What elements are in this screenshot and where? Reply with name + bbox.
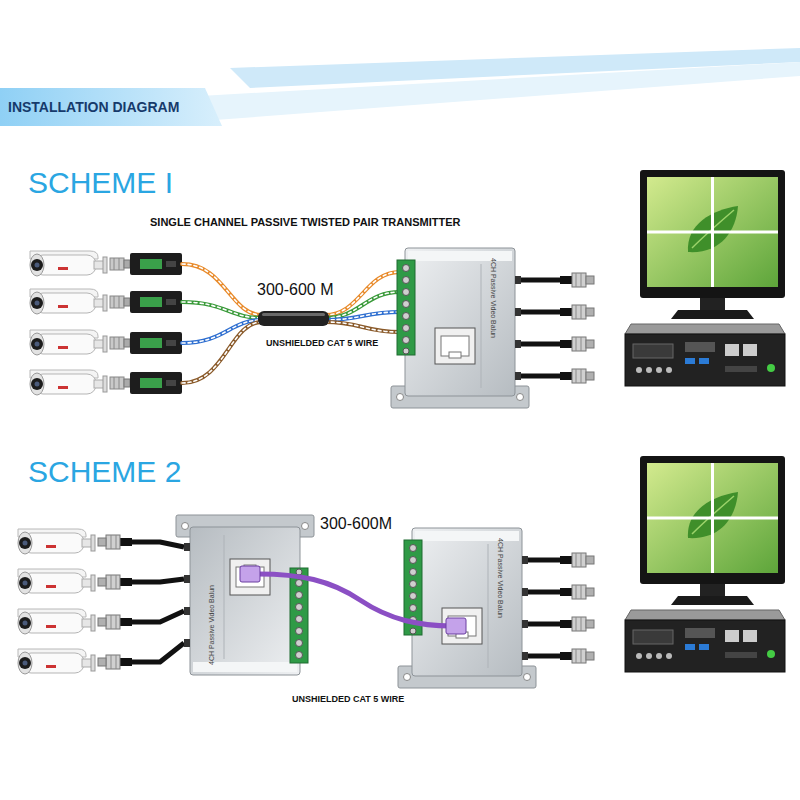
purple-cat5-cable [240, 566, 466, 634]
distance-label: 300-600 M [255, 281, 336, 299]
bnc-connectors [560, 273, 594, 383]
bnc-connectors [560, 553, 594, 663]
dvr-recorder [625, 324, 785, 386]
cat5-cable [258, 311, 329, 326]
twisted-pair-wires [182, 264, 400, 383]
monitor [640, 456, 785, 605]
scheme-2-cameras [18, 529, 95, 674]
dvr-recorder [625, 610, 785, 672]
distance-label: 300-600M [318, 515, 394, 533]
header-band [0, 48, 800, 126]
scheme-1-cameras [30, 251, 107, 395]
receiver-box [391, 248, 529, 408]
header-title: INSTALLATION DIAGRAM [8, 99, 179, 115]
cable-label: UNSHIELDED CAT 5 WIRE [264, 338, 380, 348]
device-print: 4CH Passive Video Balun [208, 585, 216, 665]
scheme-heading: SCHEME 2 [28, 455, 181, 490]
transmitter-box [176, 515, 314, 675]
bnc-cables [521, 280, 560, 376]
receiver-box [398, 528, 536, 688]
monitor [640, 170, 785, 319]
bnc-cables [528, 560, 560, 656]
component-label: SINGLE CHANNEL PASSIVE TWISTED PAIR TRAN… [150, 216, 460, 229]
bnc-connectors [98, 535, 132, 669]
device-print: 4CH Passive Video Balun [489, 258, 497, 338]
single-channel-baluns [110, 253, 182, 394]
device-print: 4CH Passive Video Balun [496, 538, 504, 618]
scheme-heading: SCHEME I [28, 166, 173, 201]
cable-label: UNSHIELDED CAT 5 WIRE [290, 694, 406, 704]
bnc-cables [130, 542, 184, 662]
